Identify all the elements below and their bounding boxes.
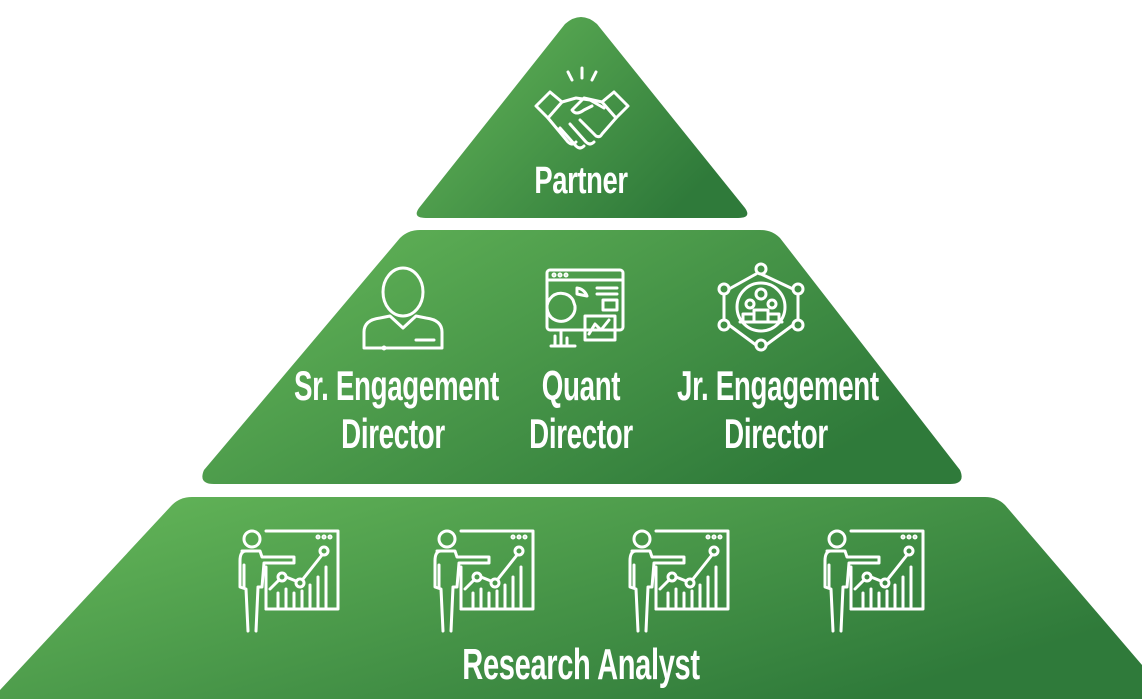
role-quant-line1: Quant (541, 362, 621, 409)
handshake-icon (532, 66, 632, 158)
tier-bottom-shape (0, 497, 1142, 699)
role-sr-engagement-line1: Sr. Engagement (294, 362, 499, 409)
role-jr-engagement-line1: Jr. Engagement (677, 362, 879, 409)
role-sr-engagement-label: Sr. Engagement Director (294, 362, 499, 458)
presenter-chart-icon (431, 527, 535, 633)
team-network-icon (716, 262, 806, 352)
role-jr-engagement-line2: Director (724, 410, 828, 457)
presenter-chart-icon (821, 527, 925, 633)
role-quant-line2: Director (529, 410, 633, 457)
role-quant-director-label: Quant Director (515, 362, 647, 458)
analytics-dashboard-icon (545, 268, 625, 348)
presenter-chart-icon (626, 527, 730, 633)
tier-middle-shape (202, 230, 962, 484)
tier-top-label: Partner (534, 160, 628, 202)
role-jr-engagement-label: Jr. Engagement Director (677, 362, 879, 458)
tier-top-shape (416, 17, 748, 218)
person-icon (360, 266, 446, 351)
presenter-chart-icon (236, 527, 340, 633)
tier-bottom-label: Research Analyst (462, 640, 700, 689)
role-sr-engagement-line2: Director (341, 410, 445, 457)
